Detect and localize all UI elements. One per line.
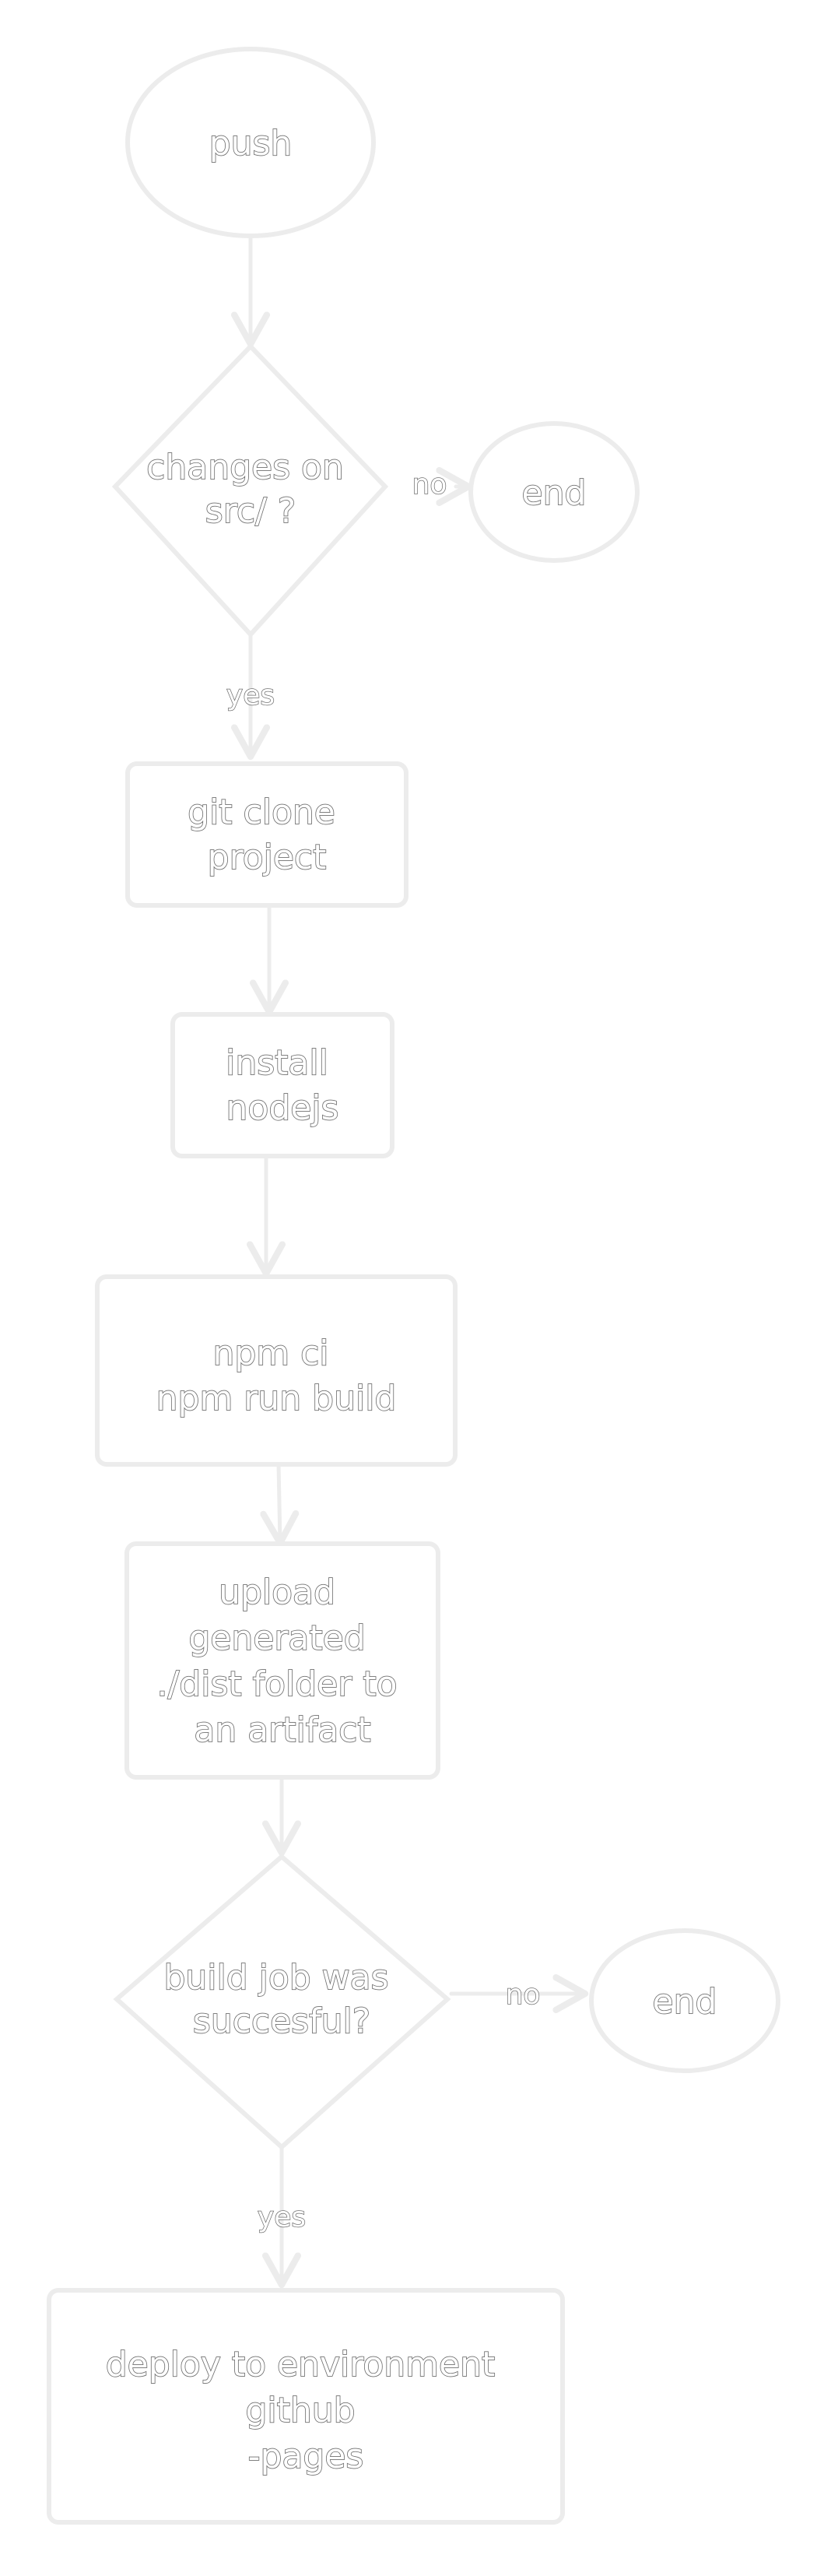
svg-text:git clone project: git clone project bbox=[188, 792, 346, 877]
node-end-1-line-1: end bbox=[522, 473, 587, 513]
edge-label-changes-no: no bbox=[412, 469, 447, 501]
node-upload-line-1: upload bbox=[219, 1573, 335, 1612]
edge-label-build-yes: yes bbox=[258, 2202, 306, 2233]
node-npm-build-line-1: npm ci bbox=[212, 1334, 328, 1373]
svg-text:end: end bbox=[522, 473, 587, 513]
node-upload-line-4: an artifact bbox=[194, 1710, 370, 1750]
svg-text:push: push bbox=[209, 124, 293, 163]
node-git-clone-line-1: git clone bbox=[188, 792, 335, 832]
node-git-clone: git clone project bbox=[125, 761, 408, 908]
svg-text:deploy to environment gi: deploy to environment github -pages bbox=[106, 2345, 506, 2476]
node-git-clone-line-2: project bbox=[208, 838, 327, 877]
node-changes-line-2: src/ ? bbox=[205, 491, 296, 531]
svg-text:npm ci npm run build: npm ci npm run build bbox=[156, 1334, 397, 1418]
node-changes-line-1: changes on bbox=[146, 448, 344, 487]
node-install-line-2: nodejs bbox=[226, 1088, 339, 1128]
svg-text:install nodejs: install nodejs bbox=[226, 1043, 339, 1128]
node-build-decision-line-1: build job was bbox=[163, 1958, 388, 1998]
node-build-decision-line-2: succesful? bbox=[193, 2001, 370, 2041]
node-build-decision: build job was succesful? bbox=[113, 1854, 451, 2151]
edge-build-to-upload bbox=[260, 1461, 300, 1547]
node-deploy-line-3: -pages bbox=[248, 2437, 364, 2476]
node-end-2: end bbox=[589, 1928, 780, 2073]
node-push: push bbox=[125, 47, 376, 238]
node-changes-decision: changes on src/ ? bbox=[111, 343, 389, 638]
svg-text:upload generated .: upload generated ./dist folder to an art… bbox=[156, 1573, 408, 1750]
node-install-line-1: install bbox=[226, 1043, 328, 1083]
edge-label-build-no: no bbox=[506, 1979, 541, 2011]
node-upload-line-3: ./dist folder to bbox=[156, 1664, 397, 1704]
node-upload-artifact: upload generated ./dist folder to an art… bbox=[124, 1541, 440, 1780]
edge-label-changes-yes: yes bbox=[226, 680, 275, 712]
node-npm-build: npm ci npm run build bbox=[95, 1274, 458, 1467]
node-deploy-line-2: github bbox=[245, 2391, 355, 2430]
node-npm-build-line-2: npm run build bbox=[156, 1379, 397, 1418]
node-install-nodejs: install nodejs bbox=[170, 1012, 394, 1158]
node-deploy-line-1: deploy to environment bbox=[106, 2345, 495, 2384]
svg-text:changes on src/ ?: changes on src/ ? bbox=[146, 448, 355, 531]
node-upload-line-2: generated bbox=[188, 1618, 365, 1658]
svg-text:end: end bbox=[653, 1982, 717, 2022]
node-end-1: end bbox=[468, 421, 640, 563]
node-deploy: deploy to environment github -pages bbox=[47, 2288, 565, 2525]
svg-text:build job was succesful?: build job was succesful? bbox=[163, 1958, 399, 2041]
node-push-line-1: push bbox=[209, 124, 293, 163]
node-end-2-line-1: end bbox=[653, 1982, 717, 2022]
